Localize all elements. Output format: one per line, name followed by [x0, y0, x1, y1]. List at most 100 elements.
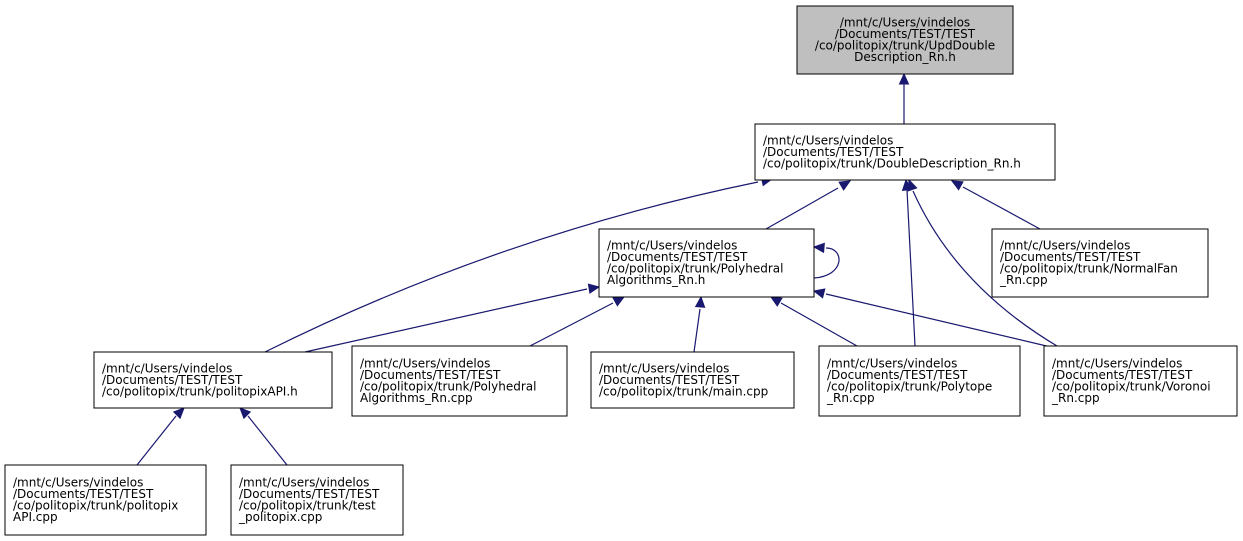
node-label-line: Algorithms_Rn.cpp	[360, 391, 473, 405]
node-label-line: /co/politopix/trunk/Polyhedral	[360, 380, 536, 394]
node-label-line: /mnt/c/Users/vindelos	[13, 476, 143, 490]
arrowhead-icon	[239, 407, 252, 420]
node-label-line: /Documents/TEST/TEST	[827, 368, 968, 382]
node-label-line: /co/politopix/trunk/Polyhedral	[607, 262, 783, 276]
node-dd[interactable]: /mnt/c/Users/vindelos/Documents/TEST/TES…	[754, 123, 1056, 181]
node-label-line: _politopix.cpp	[238, 510, 322, 524]
node-box	[991, 228, 1209, 298]
node-label-line: /Documents/TEST/TEST	[763, 145, 904, 159]
node-pac[interactable]: /mnt/c/Users/vindelos/Documents/TEST/TES…	[351, 345, 568, 417]
arrowhead-icon	[898, 72, 910, 85]
node-label-line: API.cpp	[13, 510, 58, 524]
edge-line	[264, 181, 759, 353]
node-box	[590, 351, 795, 409]
arrowhead-icon	[812, 288, 826, 299]
edge-apic-to-api	[136, 407, 185, 466]
node-label-line: /co/politopix/trunk/Voronoi	[1052, 380, 1211, 394]
edge-line	[304, 288, 588, 353]
node-box	[1043, 345, 1238, 417]
edges-layer	[136, 72, 1058, 466]
edge-line	[906, 189, 916, 347]
nodes-layer: /mnt/c/Users/vindelos/Documents/TEST/TES…	[4, 5, 1238, 536]
node-label-line: Algorithms_Rn.h	[607, 273, 705, 287]
node-label-line: /Documents/TEST/TEST	[239, 487, 380, 501]
node-label-line: /Documents/TEST/TEST	[102, 373, 243, 387]
node-label-line: /mnt/c/Users/vindelos	[827, 357, 957, 371]
edge-pa-to-dd	[765, 180, 852, 230]
node-nf[interactable]: /mnt/c/Users/vindelos/Documents/TEST/TES…	[991, 228, 1209, 298]
edge-main-to-pa	[693, 295, 706, 353]
node-box	[93, 351, 333, 409]
edge-api-to-pa	[304, 283, 601, 353]
node-test[interactable]: /mnt/c/Users/vindelos/Documents/TEST/TES…	[230, 464, 404, 536]
node-label-line: /Documents/TEST/TEST	[607, 250, 748, 264]
node-box	[754, 123, 1056, 181]
node-label-line: /Documents/TEST/TEST	[1000, 250, 1141, 264]
arrowhead-icon	[769, 296, 783, 307]
edge-line	[912, 190, 1058, 347]
node-label-line: /Documents/TEST/TEST	[1052, 368, 1193, 382]
edge-pa-to-pa	[812, 242, 840, 279]
node-box	[4, 464, 207, 536]
node-api[interactable]: /mnt/c/Users/vindelos/Documents/TEST/TES…	[93, 351, 333, 409]
node-label-line: /co/politopix/trunk/Polytope	[827, 380, 992, 394]
node-label-line: /Documents/TEST/TEST	[360, 368, 501, 382]
node-label-line: /Documents/TEST/TEST	[835, 27, 976, 41]
node-label-line: /Documents/TEST/TEST	[13, 487, 154, 501]
node-label-line: /co/politopix/trunk/politopixAPI.h	[102, 384, 298, 398]
node-box	[598, 228, 815, 298]
edge-test-to-api	[239, 407, 288, 466]
edge-poly-to-pa	[769, 296, 858, 347]
edge-pac-to-pa	[529, 296, 626, 347]
edge-line	[765, 187, 839, 230]
node-label-line: /co/politopix/trunk/NormalFan	[1000, 262, 1178, 276]
arrowhead-icon	[172, 407, 185, 420]
node-vor[interactable]: /mnt/c/Users/vindelos/Documents/TEST/TES…	[1043, 345, 1238, 417]
edge-vor-to-dd	[907, 178, 1058, 347]
node-upd[interactable]: /mnt/c/Users/vindelos/Documents/TEST/TES…	[796, 5, 1014, 75]
edge-line	[962, 186, 1041, 230]
node-label-line: /mnt/c/Users/vindelos	[840, 16, 970, 30]
node-label-line: _Rn.cpp	[1051, 391, 1100, 405]
node-box	[818, 345, 1021, 417]
arrowhead-icon	[587, 283, 601, 294]
node-main[interactable]: /mnt/c/Users/vindelos/Documents/TEST/TES…	[590, 351, 795, 409]
node-poly[interactable]: /mnt/c/Users/vindelos/Documents/TEST/TES…	[818, 345, 1021, 417]
edge-line	[780, 302, 858, 347]
node-box	[351, 345, 568, 417]
node-label-line: /mnt/c/Users/vindelos	[360, 357, 490, 371]
node-label-line: /mnt/c/Users/vindelos	[1000, 239, 1130, 253]
node-label-line: _Rn.cpp	[999, 273, 1048, 287]
node-label-line: /co/politopix/trunk/UpdDouble	[815, 39, 995, 53]
node-label-line: /Documents/TEST/TEST	[599, 373, 740, 387]
edge-line	[693, 308, 701, 353]
node-label-line: /mnt/c/Users/vindelos	[239, 476, 369, 490]
edge-vor-to-pa	[812, 288, 1056, 349]
node-label-line: _Rn.cpp	[826, 391, 875, 405]
arrowhead-icon	[812, 242, 825, 254]
edge-line	[136, 415, 177, 466]
node-label-line: /mnt/c/Users/vindelos	[599, 361, 729, 375]
arrowhead-icon	[950, 180, 964, 191]
node-label-line: /mnt/c/Users/vindelos	[607, 239, 737, 253]
edge-dd-to-upd	[898, 72, 910, 124]
edge-line	[825, 293, 1056, 349]
edge-line	[813, 247, 840, 279]
node-box	[796, 5, 1014, 75]
arrowhead-icon	[907, 178, 918, 192]
edge-line	[247, 415, 288, 466]
node-pa[interactable]: /mnt/c/Users/vindelos/Documents/TEST/TES…	[598, 228, 815, 298]
node-box	[230, 464, 404, 536]
node-label-line: /co/politopix/trunk/test	[239, 499, 376, 513]
node-apic[interactable]: /mnt/c/Users/vindelos/Documents/TEST/TES…	[4, 464, 207, 536]
node-label-line: /co/politopix/trunk/politopix	[13, 499, 178, 513]
node-label-line: /co/politopix/trunk/DoubleDescription_Rn…	[763, 156, 1021, 170]
arrowhead-icon	[694, 295, 706, 308]
arrowhead-icon	[838, 180, 852, 191]
node-label-line: /mnt/c/Users/vindelos	[1052, 357, 1182, 371]
arrowhead-icon	[612, 296, 626, 307]
node-label-line: /mnt/c/Users/vindelos	[102, 361, 232, 375]
node-label-line: /co/politopix/trunk/main.cpp	[599, 384, 768, 398]
node-label-line: /mnt/c/Users/vindelos	[763, 133, 893, 147]
